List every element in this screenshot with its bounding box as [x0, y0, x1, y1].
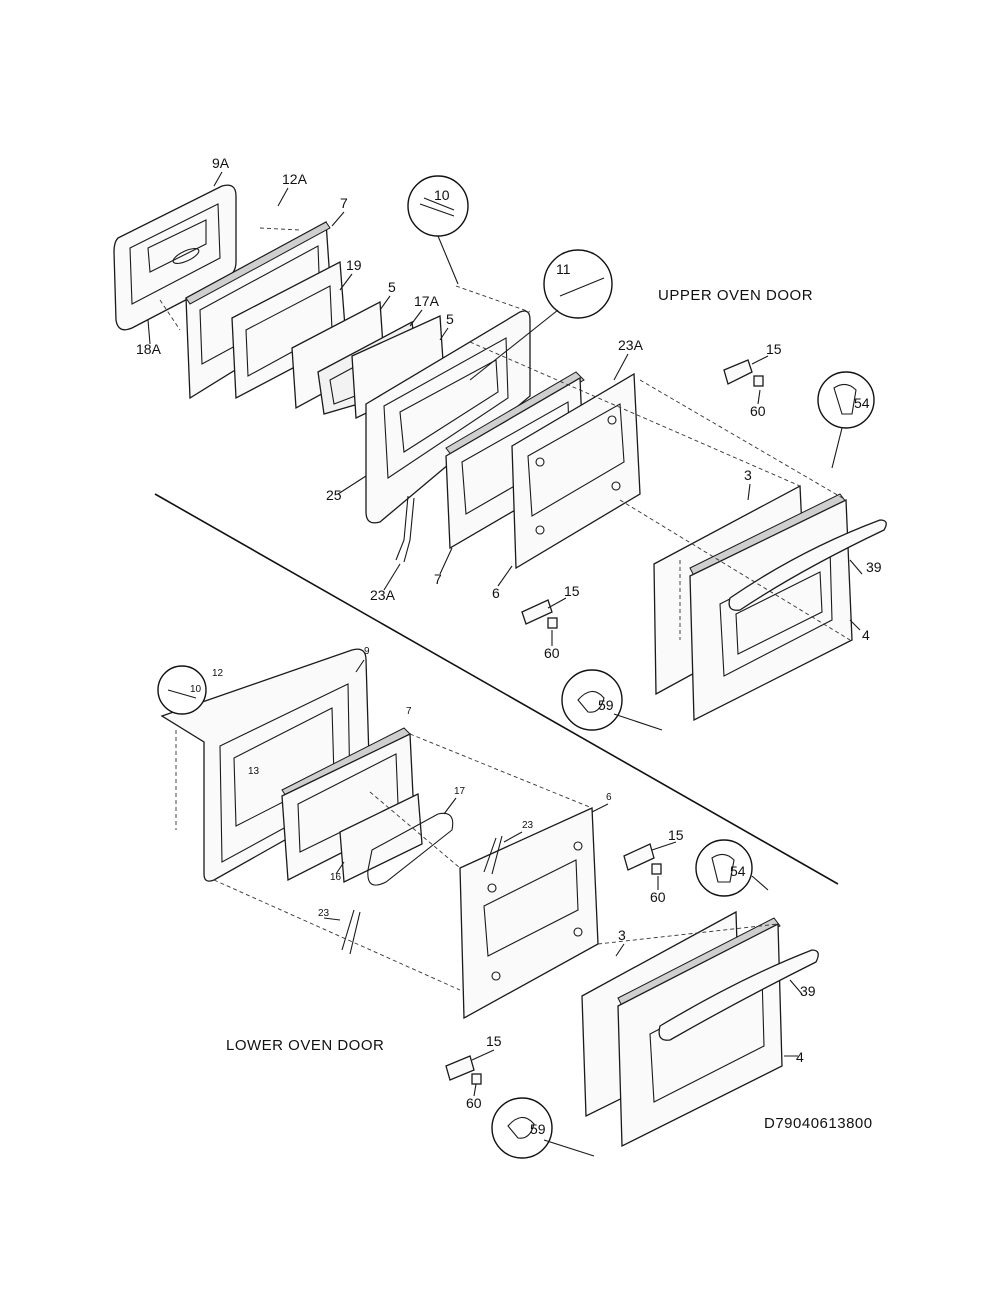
callout-10-lower-screw: [157, 665, 207, 715]
label-6-lower: 6: [606, 792, 612, 803]
label-23-lower-b: 23: [318, 908, 330, 919]
part-6-lower-inner-door: [459, 807, 599, 1020]
label-39-upper: 39: [866, 559, 882, 575]
label-11: 11: [556, 261, 571, 277]
label-18A: 18A: [136, 341, 162, 357]
label-7-upper-b: 7: [434, 571, 442, 587]
lower-section-title: LOWER OVEN DOOR: [226, 1037, 384, 1054]
label-54-lower: 54: [730, 863, 746, 879]
part-60-upper-clip-b: [547, 617, 558, 629]
label-13-lower: 13: [248, 766, 260, 777]
label-19: 19: [346, 257, 362, 273]
part-15-upper-hinge-b: [521, 599, 553, 625]
label-12A: 12A: [282, 171, 308, 187]
label-17-lower: 17: [454, 786, 466, 797]
section-divider: [154, 493, 839, 885]
label-15-upper-b: 15: [564, 583, 580, 599]
callout-54-upper-screw: [817, 371, 875, 469]
part-7-lower-frame: [281, 727, 415, 882]
label-6-upper: 6: [492, 585, 500, 601]
label-4-lower: 4: [796, 1049, 804, 1065]
label-12-lower: 12: [212, 668, 224, 679]
label-7-lower: 7: [406, 706, 412, 717]
callout-54-lower-screw: [695, 839, 769, 897]
label-60-lower-b: 60: [466, 1095, 482, 1111]
part-60-upper-clip-a: [753, 375, 764, 387]
part-15-upper-hinge-a: [723, 359, 753, 385]
part-15-lower-hinge-a: [623, 843, 655, 871]
part-16-lower-glass: [339, 792, 423, 884]
part-39-upper-handle: [728, 519, 887, 611]
label-15-lower-a: 15: [668, 827, 684, 843]
label-60-lower-a: 60: [650, 889, 666, 905]
label-60-upper-a: 60: [750, 403, 766, 419]
label-60-upper-b: 60: [544, 645, 560, 661]
part-60-lower-clip-b: [471, 1073, 482, 1085]
callout-59-lower-bumper: [491, 1097, 595, 1159]
label-5-upper-a: 5: [388, 279, 396, 295]
label-17A: 17A: [414, 293, 440, 309]
callout-59-upper-bumper: [561, 669, 663, 731]
label-23-lower-a: 23: [522, 820, 534, 831]
label-3-lower: 3: [618, 927, 626, 943]
label-10-lower: 10: [190, 684, 202, 695]
label-7-upper: 7: [340, 195, 348, 211]
label-9A: 9A: [212, 155, 230, 171]
part-23-lower-wire-b: [341, 909, 361, 955]
label-15-upper-a: 15: [766, 341, 782, 357]
upper-oven-door-group: [113, 175, 887, 731]
part-15-lower-hinge-b: [445, 1055, 475, 1081]
part-23A-upper-wire: [395, 495, 415, 563]
label-4-upper: 4: [862, 627, 870, 643]
part-23-lower-wire-a: [483, 835, 503, 875]
callout-11-upper-clip: [469, 249, 613, 381]
part-4-upper-outer-door: [689, 493, 853, 722]
label-23A-bottom: 23A: [370, 587, 396, 603]
upper-section-title: UPPER OVEN DOOR: [658, 287, 813, 304]
label-54-upper: 54: [854, 395, 870, 411]
label-59-upper: 59: [598, 697, 614, 713]
label-10-upper: 10: [434, 187, 450, 203]
label-25: 25: [326, 487, 342, 503]
label-23A-top: 23A: [618, 337, 644, 353]
part-6-upper-inner-door: [511, 372, 641, 570]
drawing-number: D79040613800: [764, 1115, 873, 1132]
label-59-lower: 59: [530, 1121, 546, 1137]
part-25-upper-door-liner: [365, 310, 531, 524]
label-15-lower-b: 15: [486, 1033, 502, 1049]
label-5-upper-b: 5: [446, 311, 454, 327]
lower-oven-door-group: [157, 648, 819, 1159]
label-39-lower: 39: [800, 983, 816, 999]
label-16-lower: 16: [330, 872, 342, 883]
part-60-lower-clip-a: [651, 863, 662, 875]
part-39-lower-handle: [658, 949, 819, 1041]
callout-10-upper-screw: [407, 175, 469, 285]
label-3-upper: 3: [744, 467, 752, 483]
label-9-lower: 9: [364, 646, 370, 657]
